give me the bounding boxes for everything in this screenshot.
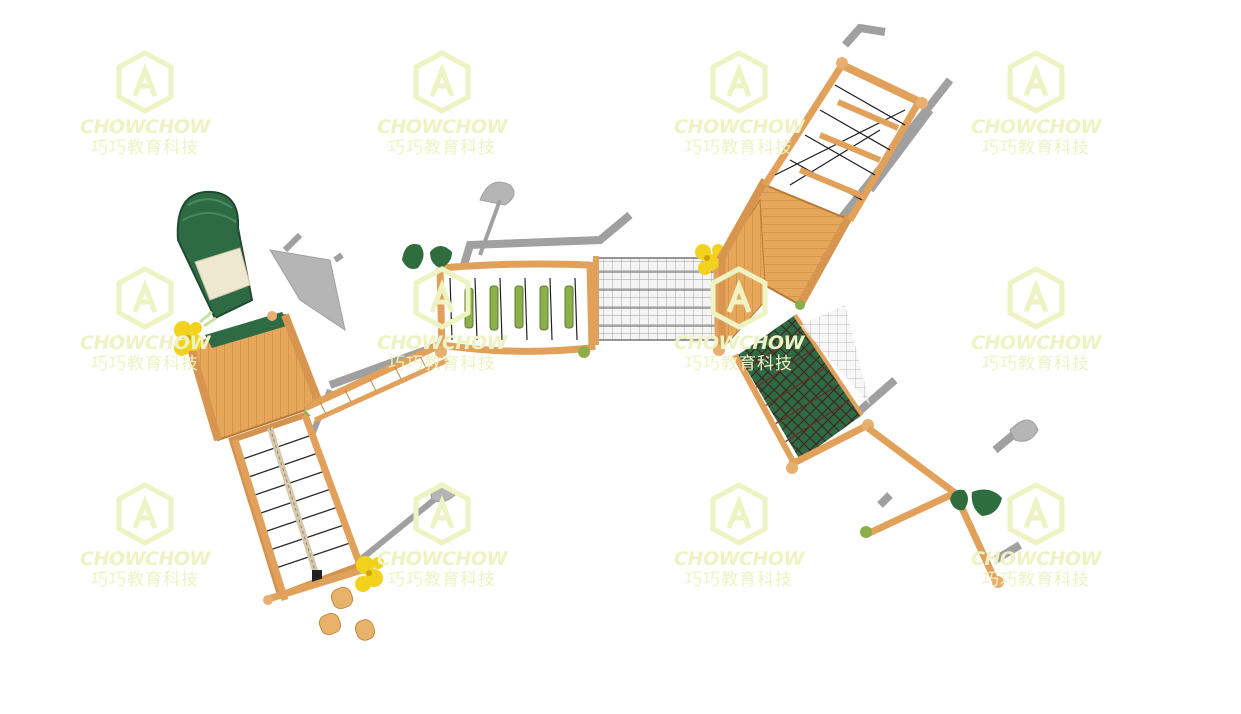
right-ladder: [762, 57, 928, 222]
leaf-shadow-right: [1009, 419, 1039, 442]
green-net-climber: [732, 305, 874, 474]
balance-beams-right: [860, 425, 1004, 588]
beam-bridge: [402, 244, 596, 358]
leaf-decoration-left: [402, 244, 424, 269]
log-bridge-left: [303, 341, 450, 423]
stepping-stumps: [318, 586, 376, 641]
yellow-flower-decoration-left: [174, 310, 217, 356]
left-tower: [176, 190, 324, 442]
leaf-shadow: [479, 181, 515, 206]
leaf-decoration-right: [950, 489, 968, 511]
right-tower: [716, 57, 928, 474]
yellow-flower-decoration-bottom: [355, 556, 384, 592]
mesh-tunnel: [593, 244, 725, 356]
left-net-climber: [228, 411, 364, 605]
tower-shadow: [269, 249, 346, 332]
